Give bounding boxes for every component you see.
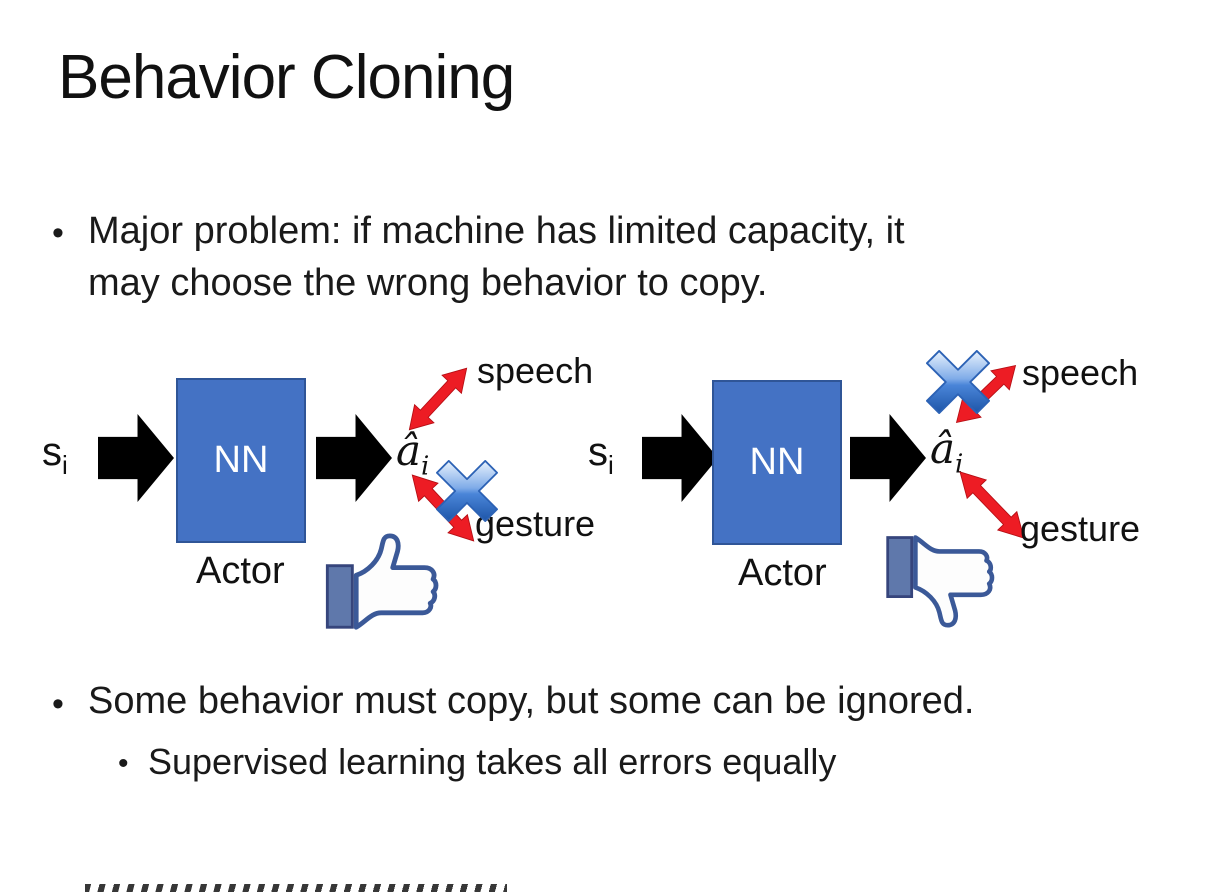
bullet-major-problem-line1: Major problem: if machine has limited ca…	[88, 210, 905, 252]
right-speech-label: speech	[1022, 352, 1139, 393]
left-nn-label: NN	[213, 439, 269, 481]
bullet-marker: •	[52, 214, 64, 252]
bullet-marker: •	[52, 685, 64, 723]
right-input-base: s	[588, 430, 608, 474]
right-output-base: â	[930, 424, 956, 473]
right-output-action-label: âi	[930, 424, 963, 479]
right-input-sub: i	[608, 450, 614, 480]
left-nn-box: NN	[176, 378, 306, 543]
left-input-state-label: si	[42, 430, 68, 481]
right-cross-out-icon	[926, 350, 990, 414]
left-output-sub: i	[421, 451, 430, 482]
thumbs-down-icon	[886, 535, 995, 628]
left-speech-double-arrow-icon	[408, 367, 468, 431]
left-output-action-label: âi	[396, 426, 429, 481]
right-output-sub: i	[955, 449, 964, 480]
bullet-some-behavior: Some behavior must copy, but some can be…	[88, 680, 975, 722]
right-gesture-double-arrow-icon	[959, 471, 1025, 539]
sub-bullet-supervised: Supervised learning takes all errors equ…	[148, 741, 837, 782]
left-input-arrow-icon	[98, 414, 174, 502]
left-output-base: â	[396, 426, 422, 475]
thumbs-up-icon	[325, 533, 439, 630]
bullet-major-problem-line2: may choose the wrong behavior to copy.	[88, 262, 768, 304]
sub-bullet-marker: •	[118, 747, 129, 780]
left-input-base: s	[42, 430, 62, 474]
right-output-arrow-icon	[850, 414, 926, 502]
left-cross-out-icon	[436, 460, 498, 522]
right-gesture-label: gesture	[1020, 508, 1141, 549]
right-nn-label: NN	[749, 441, 805, 483]
right-actor-label: Actor	[738, 552, 827, 594]
slide-title: Behavior Cloning	[58, 43, 515, 112]
right-nn-box: NN	[712, 380, 842, 545]
left-output-arrow-icon	[316, 414, 392, 502]
cutoff-text-fragment	[85, 884, 507, 892]
right-input-arrow-icon	[642, 414, 718, 502]
right-input-state-label: si	[588, 430, 614, 481]
bullet-major-problem: Major problem: if machine has limited ca…	[88, 205, 905, 309]
left-actor-label: Actor	[196, 550, 285, 592]
left-speech-label: speech	[477, 350, 594, 391]
left-input-sub: i	[62, 450, 68, 480]
